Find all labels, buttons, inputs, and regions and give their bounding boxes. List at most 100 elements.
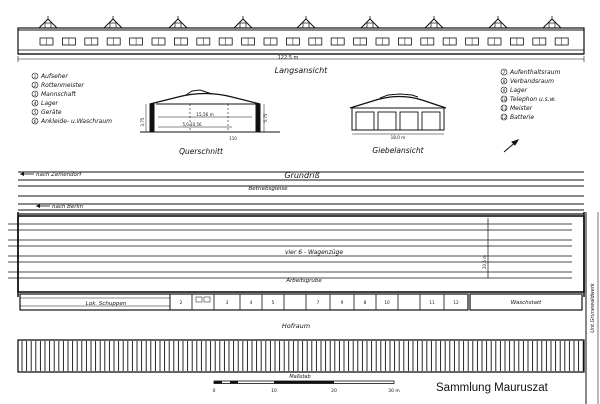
scale-tick: 10	[271, 388, 277, 394]
hall-outline	[17, 212, 585, 297]
washroom-label: Waschstatt	[511, 300, 542, 306]
elevation-windows	[39, 37, 569, 46]
svg-text:12: 12	[501, 115, 507, 120]
svg-text:Geräte: Geräte	[41, 109, 62, 116]
legend-left-item: 3 Mannschaft	[31, 90, 76, 98]
svg-text:Aufseher: Aufseher	[40, 73, 68, 80]
svg-text:4: 4	[34, 101, 37, 107]
section-title: Querschnitt	[179, 147, 224, 156]
room-number: 5	[272, 300, 275, 305]
scale-tick: 30 m	[388, 388, 400, 394]
svg-text:Mannschaft: Mannschaft	[41, 91, 76, 98]
section-sub-dim: 5,0 10,56	[182, 122, 202, 127]
gable-title: Giebelansicht	[372, 146, 424, 155]
street	[585, 212, 599, 404]
trains-label: vier 6 - Wagenzüge	[285, 249, 343, 256]
svg-text:Meister: Meister	[510, 105, 533, 112]
svg-text:2: 2	[34, 83, 37, 89]
section-base-label: 110	[229, 136, 237, 141]
gable-width-dim: 18,0 m	[391, 135, 406, 140]
gable-view	[349, 93, 447, 135]
roof-vent	[296, 16, 316, 29]
long-elevation	[17, 16, 585, 62]
legend-right-item: 9 Lager	[500, 86, 528, 94]
svg-text:Telephon u.s.w.: Telephon u.s.w.	[510, 96, 556, 103]
courtyard-label: Hofraum	[282, 322, 310, 330]
operating-track-label: Betriebsgleise	[248, 186, 288, 192]
legend-right-item: 7 Aufenthaltsraum	[500, 68, 560, 76]
svg-text:Lager: Lager	[41, 100, 59, 107]
svg-text:nach Zehlendorf: nach Zehlendorf	[36, 172, 82, 178]
pit-label: Arbeitsgrube	[285, 278, 322, 284]
elevation-length-dim: 122,5 m	[278, 55, 299, 61]
loco-shed-label: Lok. Schuppen	[86, 301, 127, 307]
cross-section	[140, 89, 280, 133]
scale-tick: 0	[213, 388, 216, 394]
legend-right-item: 8 Verbandsraum	[500, 77, 554, 85]
fence-strip	[17, 339, 585, 373]
legend-right-item: 12 Batterie	[500, 113, 534, 121]
svg-text:3: 3	[34, 92, 37, 98]
room-number: 7	[317, 300, 320, 305]
scale-ticks: 0 10 20 30 m	[213, 388, 400, 394]
svg-text:Ankleide- u.Waschraum: Ankleide- u.Waschraum	[40, 118, 112, 125]
svg-text:5: 5	[34, 110, 37, 116]
bay-dim: 20,5 m	[482, 255, 487, 269]
approach-tracks	[18, 171, 584, 215]
svg-text:Aufenthaltsraum: Aufenthaltsraum	[509, 69, 560, 76]
section-height-left: 3,75	[140, 117, 145, 126]
scale-tick: 20	[331, 388, 337, 394]
svg-text:Batterie: Batterie	[510, 114, 534, 121]
svg-text:11: 11	[501, 106, 506, 111]
svg-text:9: 9	[503, 88, 506, 94]
legend-left: 1 Aufseher 2 Rottenmeister 3 Mannschaft …	[31, 72, 112, 125]
legend-left-item: 5 Geräte	[31, 108, 62, 116]
roof-vent	[424, 16, 444, 29]
svg-text:Lager: Lager	[510, 87, 528, 94]
room-number: 2	[180, 300, 183, 305]
collection-credit: Sammlung Mauruszat	[436, 382, 548, 394]
svg-text:6: 6	[34, 119, 37, 125]
svg-text:Rottenmeister: Rottenmeister	[41, 82, 84, 89]
svg-text:10: 10	[501, 97, 507, 102]
svg-text:nach Berlin: nach Berlin	[52, 204, 84, 210]
legend-left-item: 4 Lager	[31, 99, 59, 107]
roof-vent	[233, 16, 253, 29]
legend-left-item: 6 Ankleide- u.Waschraum	[31, 117, 112, 125]
room-number: 4	[250, 300, 253, 305]
roof-vents	[38, 16, 562, 29]
north-arrow-icon	[503, 139, 520, 153]
room-number: 12	[453, 300, 459, 305]
room-numbers: 2 3 4 5 7 9 8 10 11 12	[180, 300, 459, 305]
roof-vent	[38, 16, 58, 29]
roof-vent	[488, 16, 508, 29]
hall-tracks	[8, 223, 572, 279]
roof-vent	[360, 16, 380, 29]
legend-right: 7 Aufenthaltsraum 8 Verbandsraum 9 Lager…	[500, 68, 560, 121]
room-number: 8	[364, 300, 367, 305]
berlin-arrow: nach Berlin	[36, 204, 84, 210]
legend-left-item: 2 Rottenmeister	[31, 81, 84, 89]
scale-bar	[213, 380, 395, 384]
roof-vent	[103, 16, 123, 29]
svg-text:8: 8	[503, 79, 506, 85]
zehlendorf-arrow: nach Zehlendorf	[20, 172, 82, 178]
section-height-right: 5,75	[263, 113, 268, 122]
room-number: 11	[429, 300, 435, 305]
plan-title: Grundriß	[284, 171, 319, 180]
room-number: 10	[384, 300, 390, 305]
section-width-dim: 15,56 m	[196, 112, 213, 117]
scale-title: Maßstab	[289, 374, 310, 380]
legend-right-item: 10 Telephon u.s.w.	[500, 95, 556, 103]
svg-text:Verbandsraum: Verbandsraum	[510, 78, 554, 85]
svg-text:1: 1	[34, 74, 37, 80]
roof-vent	[168, 16, 188, 29]
legend-right-item: 11 Meister	[500, 104, 533, 112]
legend-left-item: 1 Aufseher	[31, 72, 68, 80]
room-number: 3	[226, 300, 229, 305]
elevation-title: Langsansicht	[275, 66, 329, 75]
roof-vent	[542, 16, 562, 29]
street-label: Unt.Grunewaldwerk	[590, 282, 596, 333]
svg-text:7: 7	[503, 70, 506, 76]
